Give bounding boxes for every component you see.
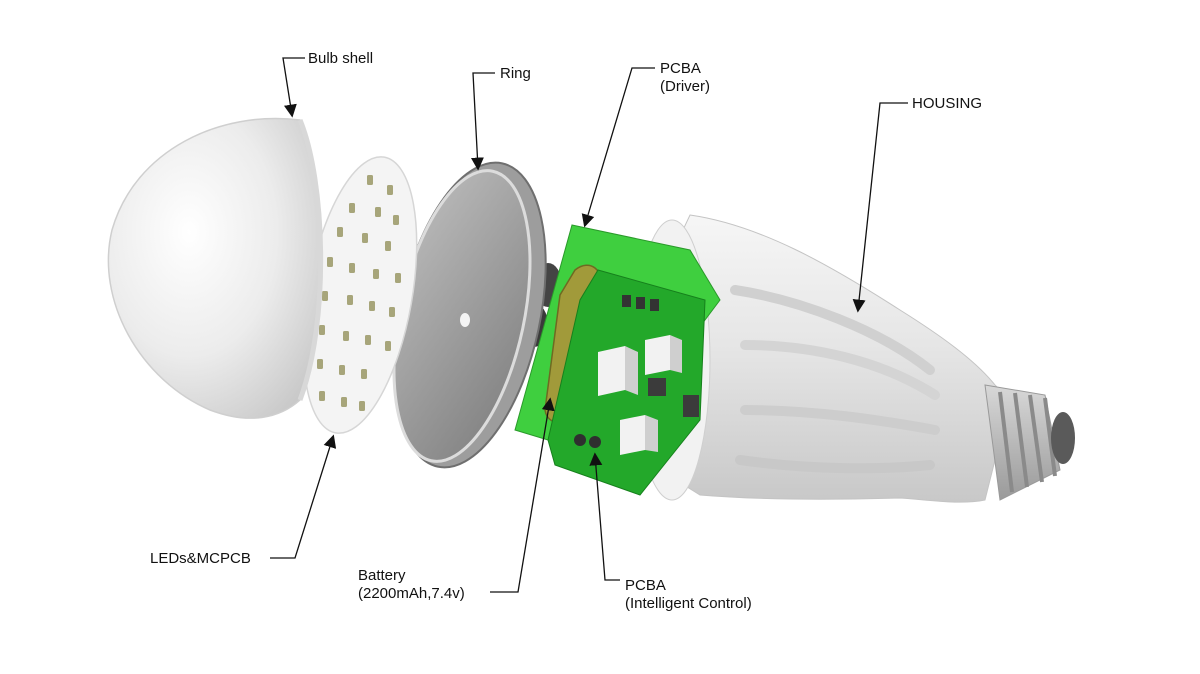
label-pcba-control-subtitle: (Intelligent Control) [625,595,752,612]
led-chip [375,207,381,217]
led-chip [322,291,328,301]
screw-base [984,384,1075,501]
led-chip [373,269,379,279]
label-leds-mcpcb: LEDs&MCPCB [150,550,251,567]
leader-lines [270,57,908,593]
label-pcba-control-title: PCBA [625,577,666,594]
label-pcba-driver-subtitle: (Driver) [660,78,710,95]
label-ring: Ring [500,65,531,82]
led-chip [319,391,325,401]
led-chip [341,397,347,407]
leds-mcpcb [302,156,418,434]
led-chip [362,233,368,243]
led-chip [369,301,375,311]
label-battery-spec: (2200mAh,7.4v) [358,585,465,602]
led-chip [359,401,365,411]
led-chip [385,241,391,251]
ring [392,161,547,469]
led-chip [349,263,355,273]
led-chip [339,365,345,375]
leader-battery [490,397,555,593]
leader-housing [852,102,908,313]
led-chip [319,325,325,335]
leader-ring [470,72,495,171]
pcba-control-board [547,269,706,496]
label-bulb-shell: Bulb shell [308,50,374,67]
leader-pcba-driver [581,67,655,228]
led-chip [393,215,399,225]
label-battery-title: Battery [358,567,406,584]
led-chip [317,359,323,369]
led-chip [343,331,349,341]
leader-bulb-shell [282,57,305,118]
led-chip [367,175,373,185]
label-pcba-driver-title: PCBA [660,60,701,77]
led-chip [347,295,353,305]
led-chip [337,227,343,237]
led-chip [395,273,401,283]
led-chip [365,335,371,345]
leader-pcba-control [589,452,620,581]
led-chip [385,341,391,351]
led-chip [361,369,367,379]
leader-leds [270,434,337,559]
led-chip [327,257,333,267]
bulb-shell [107,117,324,419]
led-chip [349,203,355,213]
led-chip [389,307,395,317]
led-chip [387,185,393,195]
label-housing: HOUSING [912,95,983,112]
